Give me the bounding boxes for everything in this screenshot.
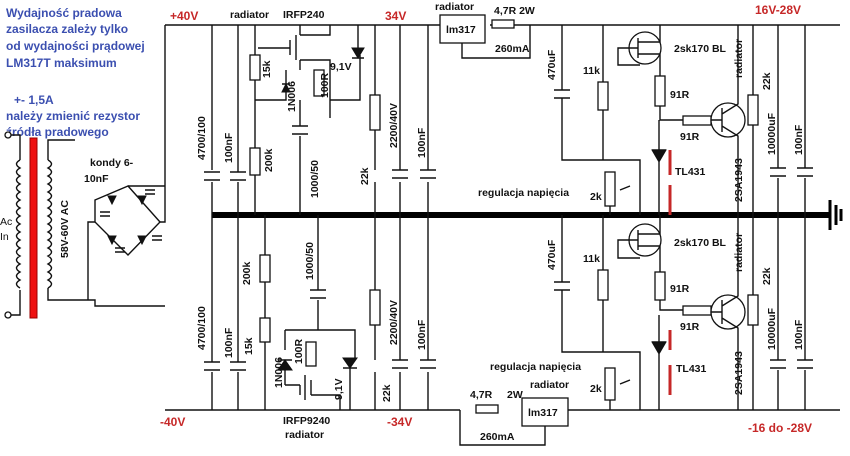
rail-pos40: +40V — [170, 9, 198, 23]
top-i260: 260mA — [495, 43, 530, 55]
note-line-5: +- 1,5A — [14, 93, 54, 107]
top-r47: 4,7R 2W — [494, 5, 535, 17]
top-c1000: 1000/50 — [309, 160, 321, 198]
bottom-r100r: 100R — [293, 338, 305, 364]
bottom-c4700: 4700/100 — [196, 306, 208, 350]
ac-label: Ac — [0, 216, 12, 228]
bottom-r22k: 22k — [381, 384, 393, 402]
bottom-lm317: lm317 — [528, 407, 558, 419]
top-c2200: 2200/40V — [388, 103, 400, 148]
top-r22k2: 22k — [761, 72, 773, 90]
note-line-3: od wydajności prądowej — [6, 39, 145, 53]
top-c100nf2: 100nF — [416, 127, 428, 158]
rail-neg34: -34V — [387, 415, 412, 429]
bottom-irfp: IRFP9240 — [283, 415, 330, 427]
bottom-tr: 2SA1943 — [733, 351, 745, 395]
kondy-label-2: 10nF — [84, 173, 109, 185]
top-r91b: 91R — [680, 131, 700, 143]
bottom-r11k: 11k — [583, 253, 600, 265]
top-in006: 1N006 — [286, 81, 298, 112]
bottom-c2200: 2200/40V — [388, 300, 400, 345]
bottom-i260: 260mA — [480, 431, 515, 443]
top-irfp: IRFP240 — [283, 9, 325, 21]
top-reg: regulacja napięcia — [478, 187, 569, 199]
bottom-r22k2: 22k — [761, 267, 773, 285]
rail-neg40: -40V — [160, 415, 185, 429]
rail-pos34: 34V — [385, 9, 406, 23]
top-section: 4700/100 100nF 15k 200k radiator IRFP240… — [196, 1, 813, 215]
top-r15k: 15k — [261, 60, 273, 78]
bottom-c1000: 1000/50 — [304, 242, 316, 280]
note-line-6: należy zmienić rezystor — [6, 109, 140, 123]
bottom-section: 4700/100 100nF 200k 15k 1000/50 1N006 10… — [196, 215, 813, 446]
bottom-tl: TL431 — [676, 363, 707, 375]
top-radiator1: radiator — [230, 9, 269, 21]
top-radiator3: radiator — [733, 39, 745, 78]
rail-out-pos: 16V-28V — [755, 3, 801, 17]
note-line-2: zasilacza zależy tylko — [6, 22, 128, 36]
top-c100nf: 100nF — [223, 132, 235, 163]
top-c470: 470uF — [546, 49, 558, 80]
top-p2k: 2k — [590, 191, 602, 203]
note-line-4: LM317T maksimum — [6, 56, 117, 70]
top-tr: 2SA1943 — [733, 158, 745, 202]
top-tl: TL431 — [675, 166, 706, 178]
top-c4700: 4700/100 — [196, 116, 208, 160]
bottom-c100nf: 100nF — [223, 327, 235, 358]
bottom-zener: 9,1V — [333, 378, 345, 400]
bottom-w2: 2W — [507, 389, 523, 401]
bottom-p2k: 2k — [590, 383, 602, 395]
top-radiator2: radiator — [435, 1, 474, 13]
in-label: In — [0, 231, 9, 243]
bottom-radiator2: radiator — [530, 379, 569, 391]
top-zener: 9,1V — [330, 61, 352, 73]
transformer-label: 58V-60V AC — [59, 200, 71, 258]
bottom-r91b: 91R — [680, 321, 700, 333]
bottom-jfet: 2sk170 BL — [674, 237, 727, 249]
bottom-c100nf2: 100nF — [416, 319, 428, 350]
bottom-c100nf3: 100nF — [793, 319, 805, 350]
top-lm317: lm317 — [446, 24, 476, 36]
transformer: Ac In 58V-60V AC — [0, 131, 165, 319]
bottom-in006: 1N006 — [273, 357, 285, 388]
kondy-label: kondy 6- — [90, 157, 134, 169]
bottom-reg: regulacja napięcia — [490, 361, 581, 373]
top-jfet: 2sk170 BL — [674, 43, 727, 55]
bottom-radiator1: radiator — [285, 429, 324, 441]
note: Wydajność pradowa zasilacza zależy tylko… — [6, 6, 145, 139]
note-line-7: źródła pradowego — [6, 125, 109, 139]
top-r91a: 91R — [670, 89, 690, 101]
bottom-r15k: 15k — [243, 337, 255, 355]
top-c10000: 10000uF — [766, 112, 778, 155]
bottom-r200k: 200k — [241, 261, 253, 285]
top-c100nf3: 100nF — [793, 124, 805, 155]
bottom-c470: 470uF — [546, 239, 558, 270]
bottom-r47: 4,7R — [470, 389, 493, 401]
ground-icon — [828, 200, 843, 230]
top-r22k: 22k — [359, 167, 371, 185]
rail-out-neg: -16 do -28V — [748, 421, 812, 435]
bridge-rectifier: kondy 6- 10nF — [84, 25, 166, 300]
bottom-r91a: 91R — [670, 283, 690, 295]
top-r100r: 100R — [319, 72, 331, 98]
bottom-c10000: 10000uF — [766, 307, 778, 350]
note-line-1: Wydajność pradowa — [6, 6, 122, 20]
bottom-radiator3: radiator — [733, 233, 745, 272]
top-r11k: 11k — [583, 65, 600, 77]
top-r200k: 200k — [263, 148, 275, 172]
